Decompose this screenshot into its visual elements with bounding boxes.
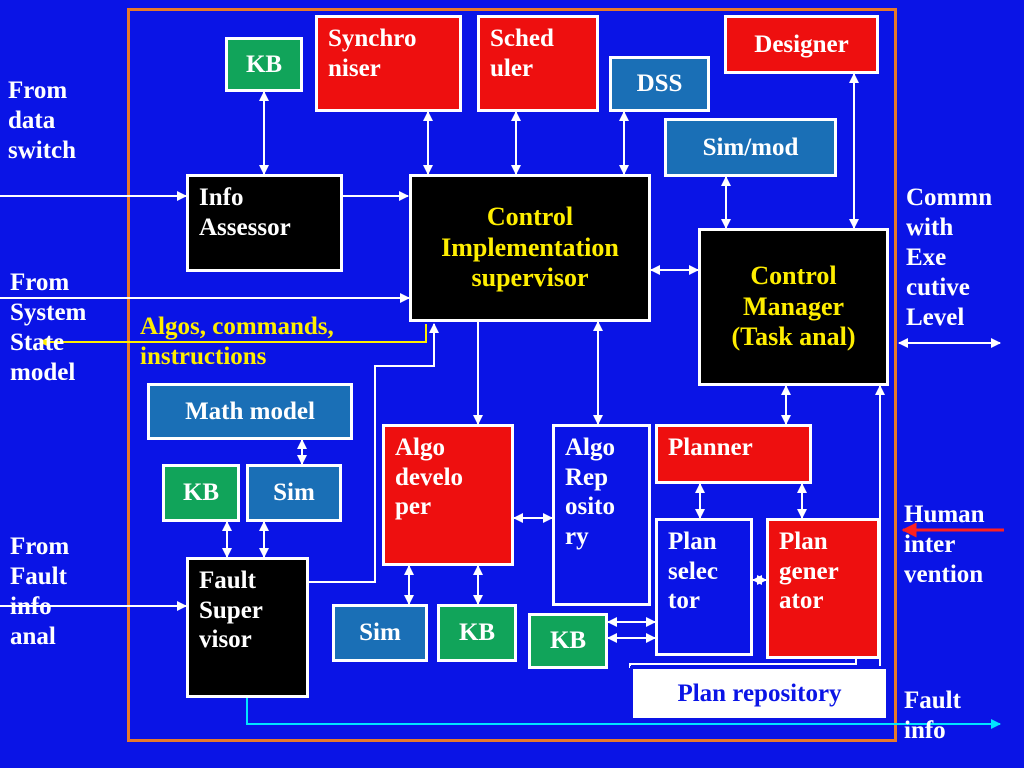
wire-fault-info <box>246 698 1001 729</box>
system-boundary-frame <box>127 8 897 742</box>
sim-left-box: Sim <box>246 464 342 522</box>
fault-supervisor-box: Fault Super visor <box>186 557 309 698</box>
label-from-data-switch: From data switch <box>8 77 77 164</box>
kb-bottom-right-box: KB <box>528 613 608 669</box>
kb-left-box: KB <box>162 464 240 522</box>
sim-mod-box: Sim/mod <box>664 118 837 177</box>
algo-repository-box: Algo Rep osito ry <box>552 424 651 606</box>
plan-repository-box: Plan repository <box>630 666 889 721</box>
label-from-fault-info-anal: From Fault info anal <box>10 533 70 650</box>
math-model-box: Math model <box>147 383 353 440</box>
control-manager-box: Control Manager (Task anal) <box>698 228 889 386</box>
planner-box: Planner <box>655 424 812 484</box>
algo-developer-box: Algo develo per <box>382 424 514 566</box>
label-fault-info: Fault info <box>904 687 961 744</box>
wire-algos-commands <box>39 324 427 347</box>
kb-top-box: KB <box>225 37 303 92</box>
synchroniser-box: Synchro niser <box>315 15 462 112</box>
designer-box: Designer <box>724 15 879 74</box>
dss-box: DSS <box>609 56 710 112</box>
label-commn-executive-level: Commn with Exe cutive Level <box>906 184 993 331</box>
plan-generator-box: Plan gener ator <box>766 518 880 659</box>
label-human-intervention: Human inter vention <box>904 501 985 588</box>
label-algos-commands-instructions: Algos, commands, instructions <box>140 313 334 370</box>
kb-bottom-box: KB <box>437 604 517 662</box>
plan-selector-box: Plan selec tor <box>655 518 753 656</box>
label-from-system-state-model: From System State model <box>10 269 87 386</box>
sim-bottom-box: Sim <box>332 604 428 662</box>
control-implementation-supervisor-box: Control Implementation supervisor <box>409 174 651 322</box>
scheduler-box: Sched uler <box>477 15 599 112</box>
info-assessor-box: Info Assessor <box>186 174 343 272</box>
